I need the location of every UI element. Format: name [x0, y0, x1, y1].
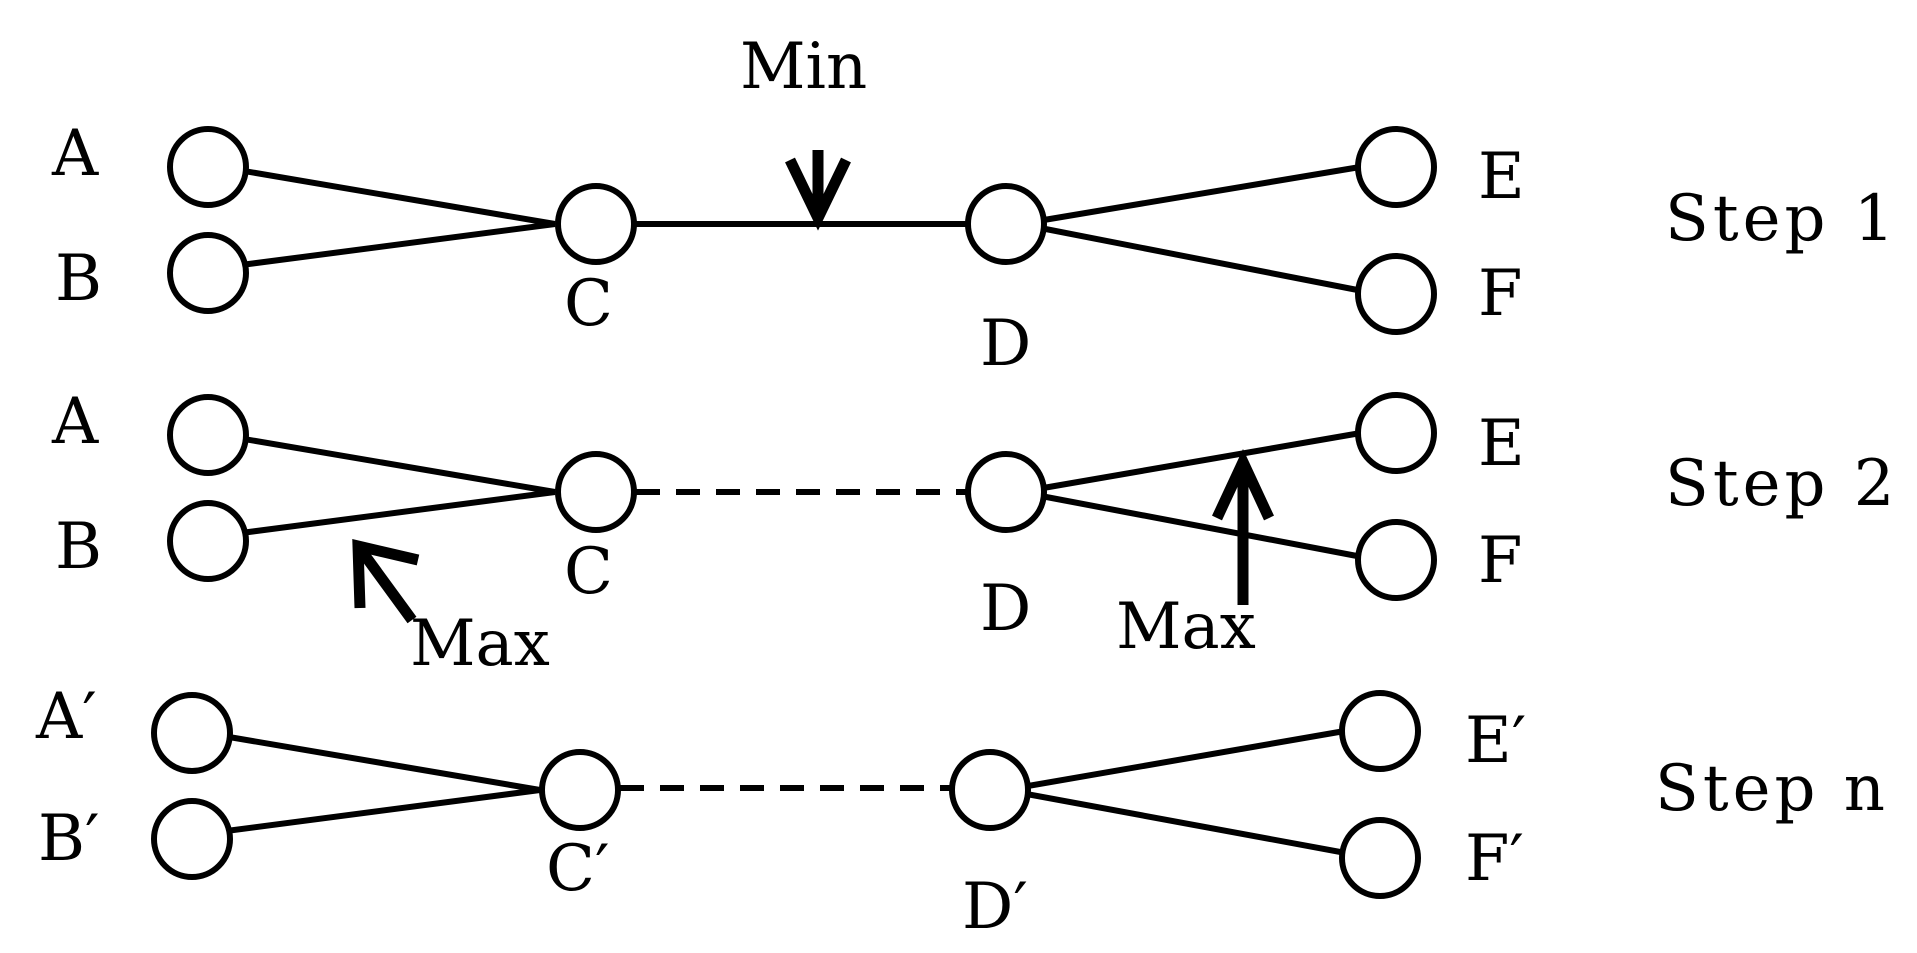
step-label: Step 2	[1665, 447, 1898, 521]
label-b: B′	[38, 802, 100, 876]
label-c: C	[564, 267, 613, 341]
node-a	[151, 692, 233, 774]
edge-d-f	[1019, 489, 1379, 563]
label-d: D	[980, 572, 1031, 646]
edge-d-f	[1019, 221, 1379, 297]
node-b	[167, 500, 249, 582]
label-e: E′	[1465, 704, 1526, 778]
label-e: E	[1478, 140, 1525, 214]
edge-d-e	[1019, 427, 1379, 495]
min-annotation: Min	[740, 30, 867, 104]
edge-d-f	[1004, 787, 1363, 859]
node-d	[965, 183, 1047, 265]
edge-a-c	[202, 429, 556, 495]
label-d: D′	[962, 870, 1028, 944]
max-annotation-right: Max	[1116, 590, 1256, 664]
row-step-n: A′ B′ C′ D′ E′ F′ Step n	[35, 680, 1889, 944]
node-c	[555, 451, 637, 533]
node-b	[167, 232, 249, 314]
node-b	[151, 798, 233, 880]
label-f: F′	[1465, 822, 1524, 896]
node-f	[1339, 817, 1421, 899]
node-f	[1355, 519, 1437, 601]
edge-a-c	[187, 727, 541, 793]
label-b: B	[55, 510, 102, 584]
min-arrow	[785, 150, 851, 231]
node-a	[167, 394, 249, 476]
row-step-2: A B C D E F Max Max Step 2	[51, 385, 1898, 681]
edge-d-e	[1019, 161, 1379, 227]
label-d: D	[980, 307, 1031, 381]
label-a: A	[51, 117, 99, 191]
node-a	[167, 126, 249, 208]
label-b: B	[55, 242, 102, 316]
label-a: A	[51, 385, 99, 459]
edge-d-e	[1004, 725, 1363, 793]
edge-b-c	[202, 221, 556, 273]
label-e: E	[1478, 407, 1525, 481]
step-label: Step 1	[1665, 182, 1898, 256]
label-a: A′	[35, 680, 97, 754]
label-f: F	[1478, 257, 1522, 331]
edge-b-c	[187, 787, 541, 839]
node-e	[1339, 690, 1421, 772]
label-c: C	[564, 535, 613, 609]
max-arrow-left	[352, 539, 420, 624]
edge-a-c	[202, 161, 556, 227]
max-arrow-right	[1212, 448, 1274, 605]
step-label: Step n	[1655, 752, 1889, 826]
node-e	[1355, 126, 1437, 208]
node-d	[949, 749, 1031, 831]
node-d	[965, 451, 1047, 533]
max-annotation-left: Max	[410, 607, 550, 681]
edge-b-c	[202, 489, 556, 541]
node-c	[539, 749, 621, 831]
label-f: F	[1478, 524, 1522, 598]
node-e	[1355, 392, 1437, 474]
label-c: C′	[546, 832, 610, 906]
node-f	[1355, 253, 1437, 335]
node-c	[555, 183, 637, 265]
row-step-1: A B C D E F Min Step 1	[51, 30, 1898, 381]
